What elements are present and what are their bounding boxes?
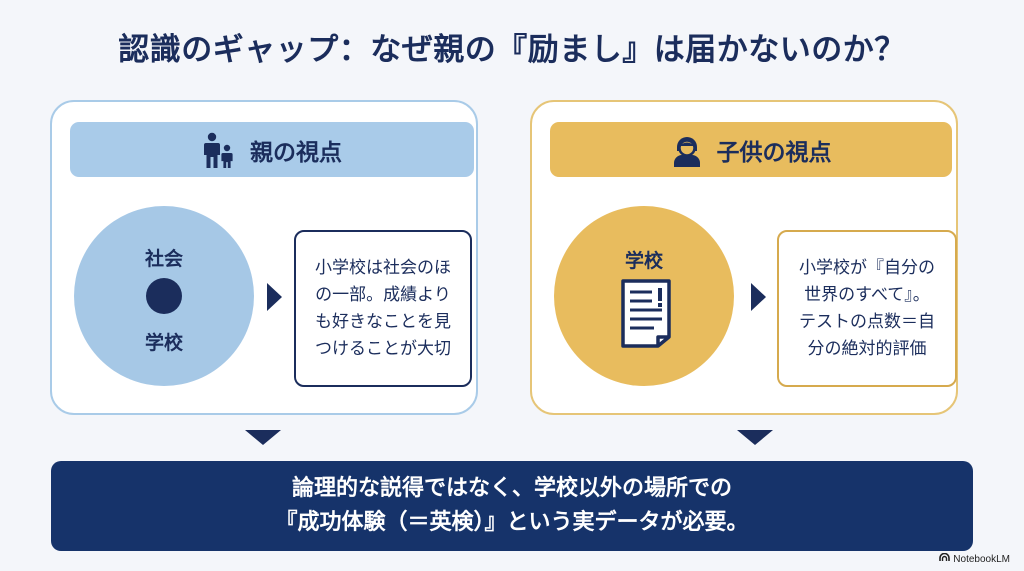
down-arrow-icon <box>737 430 773 445</box>
school-dot <box>146 278 182 314</box>
school-label: 学校 <box>144 332 183 354</box>
child-perspective-panel: 子供の視点 学校 小学校が『自分の 世界のすべて』。 テストの点数＝自 分の絶対… <box>530 100 958 415</box>
conclusion-line: 論理的な説得ではなく、学校以外の場所での <box>291 476 732 501</box>
right-arrow-icon <box>267 283 282 311</box>
child-note-line: テストの点数＝自 <box>799 311 935 332</box>
child-note-line: 分の絶対的評価 <box>807 338 927 359</box>
watermark-text: NotebookLM <box>953 553 1010 565</box>
notebooklm-logo-icon <box>939 552 951 565</box>
parent-note-line: 小学校は社会のほ <box>315 257 451 278</box>
notebooklm-watermark: NotebookLM <box>939 552 1010 565</box>
parent-note: 小学校は社会のほ の一部。成績より も好きなことを見 つけることが大切 <box>294 230 472 387</box>
child-note: 小学校が『自分の 世界のすべて』。 テストの点数＝自 分の絶対的評価 <box>777 230 957 387</box>
parent-note-line: の一部。成績より <box>315 284 451 305</box>
parent-panel-title: 親の視点 <box>250 139 342 166</box>
parent-note-line: つけることが大切 <box>315 338 451 359</box>
child-note-line: 小学校が『自分の <box>799 257 935 278</box>
child-panel-title: 子供の視点 <box>716 139 832 166</box>
parent-with-child-icon <box>202 132 236 168</box>
child-note-line: 世界のすべて』。 <box>804 284 930 305</box>
parent-perspective-panel: 親の視点 社会 学校 小学校は社会のほ の一部。成績より も好きなことを見 つけ… <box>50 100 478 415</box>
parent-note-line: も好きなことを見 <box>315 311 451 332</box>
right-arrow-icon <box>751 283 766 311</box>
page-title: 認識のギャップ：なぜ親の『励まし』は届かないのか？ <box>118 32 906 68</box>
down-arrow-icon <box>245 430 281 445</box>
document-alert-icon <box>620 278 672 352</box>
school-label: 学校 <box>624 250 663 272</box>
parent-panel-header: 親の視点 <box>70 122 474 177</box>
school-world-circle: 学校 <box>554 206 734 386</box>
conclusion-box: 論理的な説得ではなく、学校以外の場所での 『成功体験（＝英検）』という実データが… <box>51 461 973 551</box>
society-label: 社会 <box>144 248 183 270</box>
society-school-circle: 社会 学校 <box>74 206 254 386</box>
conclusion-line: 『成功体験（＝英検）』という実データが必要。 <box>275 510 749 535</box>
child-panel-header: 子供の視点 <box>550 122 952 177</box>
child-person-icon <box>671 133 703 167</box>
